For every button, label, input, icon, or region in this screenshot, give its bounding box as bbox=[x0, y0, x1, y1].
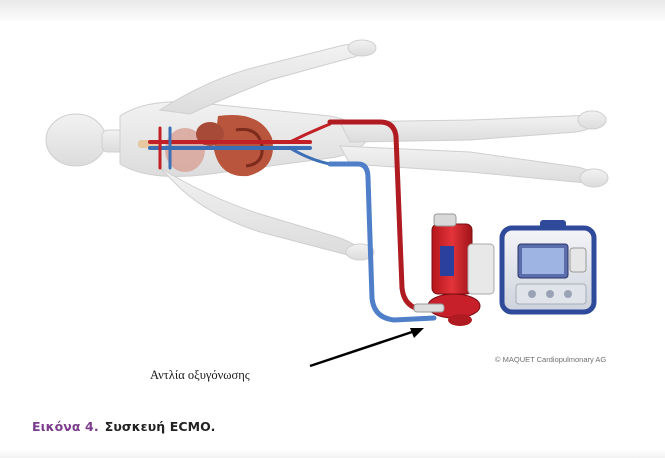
ecmo-diagram-svg bbox=[10, 18, 660, 386]
caption-label: Εικόνα 4. bbox=[32, 419, 99, 434]
pump-arrow bbox=[310, 328, 424, 366]
ecmo-illustration bbox=[10, 18, 660, 386]
pump-label: Αντλία οξυγόνωσης bbox=[150, 368, 250, 383]
figure-caption: Εικόνα 4. Συσκευή ECMO. bbox=[32, 419, 216, 434]
oxygenation-pump bbox=[414, 214, 494, 326]
ecmo-console bbox=[502, 220, 594, 312]
caption-text: Συσκευή ECMO. bbox=[105, 419, 216, 434]
copyright-credit: © MAQUET Cardiopulmonary AG bbox=[495, 355, 606, 364]
bottom-shadow-band bbox=[0, 450, 665, 458]
